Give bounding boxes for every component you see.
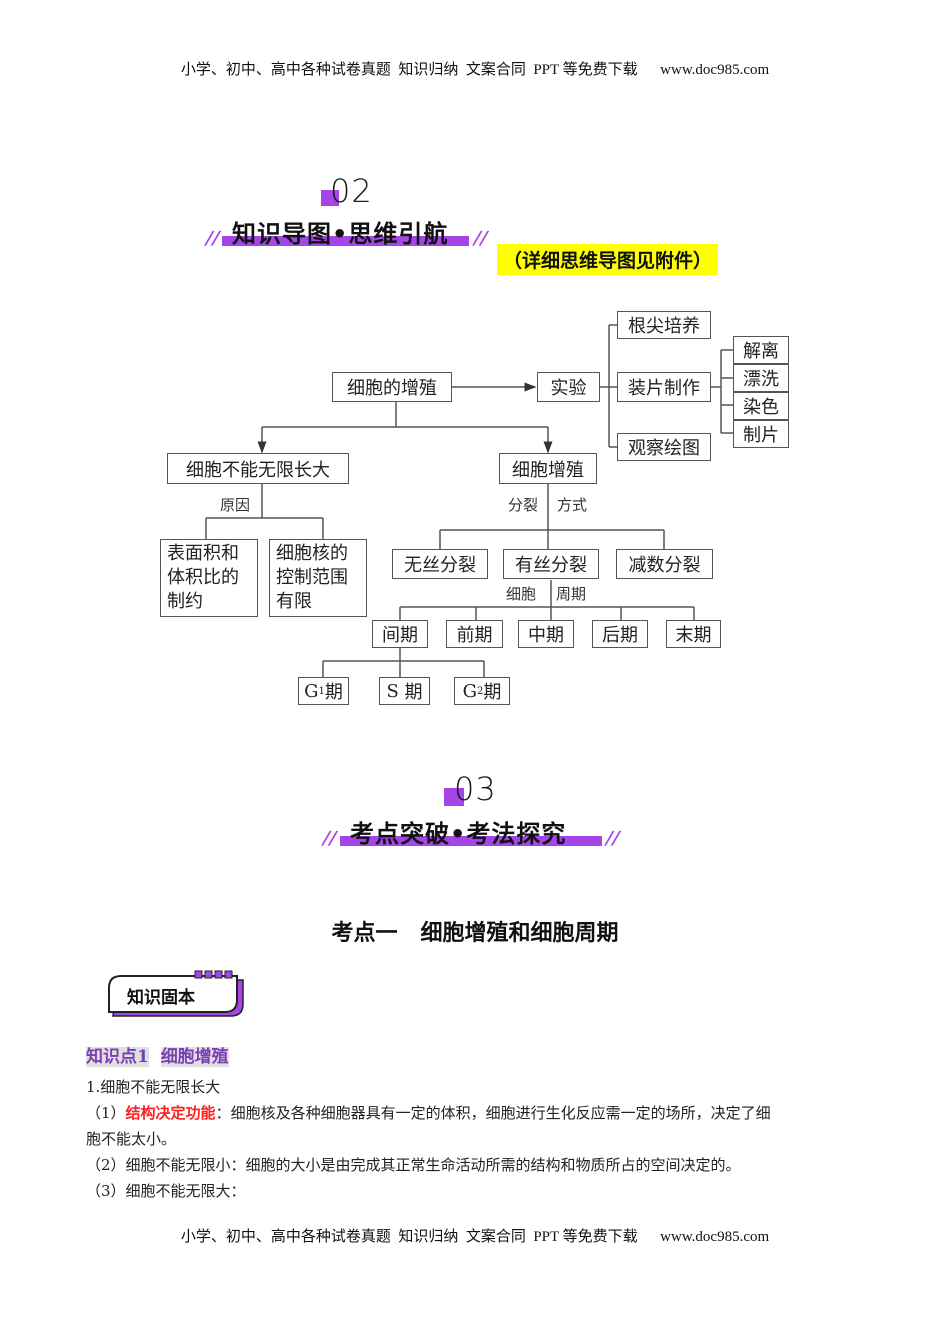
- node-anaphase: 后期: [592, 620, 648, 648]
- label-division: 分裂: [508, 496, 539, 514]
- node-meiosis: 减数分裂: [616, 549, 713, 579]
- mindmap-attachment-note: （详细思维导图见附件）: [497, 244, 719, 275]
- label-mode: 方式: [557, 496, 588, 514]
- phase-suffix: 期: [324, 682, 343, 703]
- node-s-phase: S 期: [379, 677, 430, 705]
- reason-line: 制约: [167, 591, 203, 612]
- label-cycle: 周期: [556, 585, 587, 603]
- knowledge-point-heading: 知识点1 细胞增殖: [86, 1042, 229, 1067]
- section-number-accent: [321, 190, 339, 206]
- kp-prefix: 知识点: [86, 1047, 137, 1067]
- node-metaphase: 中期: [518, 620, 574, 648]
- knowledge-badge: 知识固本: [107, 970, 247, 1020]
- phase-suffix: 期: [483, 682, 502, 703]
- section-title: 知识导图•思维引航: [232, 220, 449, 248]
- node-mounting: 制片: [733, 420, 789, 448]
- kp-title: 细胞增殖: [160, 1047, 229, 1067]
- page-header: 小学、初中、高中各种试卷真题 知识归纳 文案合同 PPT 等免费下载 www.d…: [180, 62, 770, 78]
- title-underline-bar: [222, 236, 469, 246]
- node-cell-proliferation: 细胞增殖: [499, 453, 597, 484]
- highlight-structure-function: 结构决定功能: [125, 1104, 216, 1122]
- page-footer: 小学、初中、高中各种试卷真题 知识归纳 文案合同 PPT 等免费下载 www.d…: [180, 1229, 770, 1245]
- item-text: ：细胞核及各种细胞器具有一定的体积，细胞进行生化反应需一定的场所，决定了细: [215, 1104, 771, 1122]
- label-reason: 原因: [220, 496, 251, 514]
- phase-letter: S: [386, 680, 399, 702]
- title-underline-bar: [340, 836, 602, 846]
- kp-number: 1: [137, 1047, 149, 1067]
- node-dissociation: 解离: [733, 336, 789, 364]
- content-item-3: （3）细胞不能无限大：: [86, 1182, 246, 1200]
- reason-line: 细胞核的: [276, 543, 348, 564]
- mindmap-connectors: [205, 324, 733, 677]
- phase-suffix: 期: [398, 682, 423, 703]
- node-slide-making: 装片制作: [617, 372, 711, 402]
- content-item-1: （1）结构决定功能：细胞核及各种细胞器具有一定的体积，细胞进行生化反应需一定的场…: [86, 1100, 876, 1126]
- node-reason-surface-volume: 表面积和 体积比的 制约: [160, 539, 258, 617]
- section-number: 03: [454, 770, 497, 808]
- item-prefix: （1）: [86, 1104, 126, 1122]
- node-mitosis: 有丝分裂: [503, 549, 599, 579]
- reason-line: 控制范围: [276, 567, 348, 588]
- badge-label: 知识固本: [127, 988, 195, 1008]
- node-prophase: 前期: [446, 620, 503, 648]
- content-body: 1.细胞不能无限长大 （1）结构决定功能：细胞核及各种细胞器具有一定的体积，细胞…: [86, 1074, 876, 1204]
- node-experiment: 实验: [537, 372, 600, 402]
- section-number: 02: [330, 172, 373, 210]
- slash-decoration-right: //: [603, 828, 622, 849]
- node-cell-proliferation-root: 细胞的增殖: [332, 372, 452, 402]
- node-reason-nucleus-control: 细胞核的 控制范围 有限: [269, 539, 367, 617]
- node-staining: 染色: [733, 392, 789, 420]
- badge-frame-icon: [108, 970, 244, 1017]
- content-item-1-cont: 胞不能太小。: [86, 1130, 177, 1148]
- content-item-2: （2）细胞不能无限小：细胞的大小是由完成其正常生命活动所需的结构和物质所占的空间…: [86, 1156, 741, 1174]
- phase-subscript: 2: [477, 685, 484, 697]
- label-cell: 细胞: [506, 585, 537, 603]
- section-number-accent: [444, 788, 464, 806]
- node-observe-draw: 观察绘图: [617, 433, 711, 461]
- node-rinsing: 漂洗: [733, 364, 789, 392]
- slash-decoration-left: //: [320, 828, 339, 849]
- content-heading: 1.细胞不能无限长大: [86, 1078, 221, 1096]
- phase-letter: G: [304, 680, 319, 702]
- phase-subscript: 1: [318, 685, 325, 697]
- node-amitosis: 无丝分裂: [392, 549, 488, 579]
- node-interphase: 间期: [372, 620, 428, 648]
- reason-line: 有限: [276, 591, 312, 612]
- topic-title: 考点一 细胞增殖和细胞周期: [331, 921, 619, 946]
- node-telophase: 末期: [666, 620, 721, 648]
- section-title: 考点突破•考法探究: [350, 820, 567, 848]
- reason-line: 体积比的: [167, 567, 239, 588]
- node-root-tip-culture: 根尖培养: [617, 311, 711, 339]
- reason-line: 表面积和: [167, 543, 239, 564]
- phase-letter: G: [462, 680, 477, 702]
- node-cell-cannot-grow: 细胞不能无限长大: [167, 453, 349, 484]
